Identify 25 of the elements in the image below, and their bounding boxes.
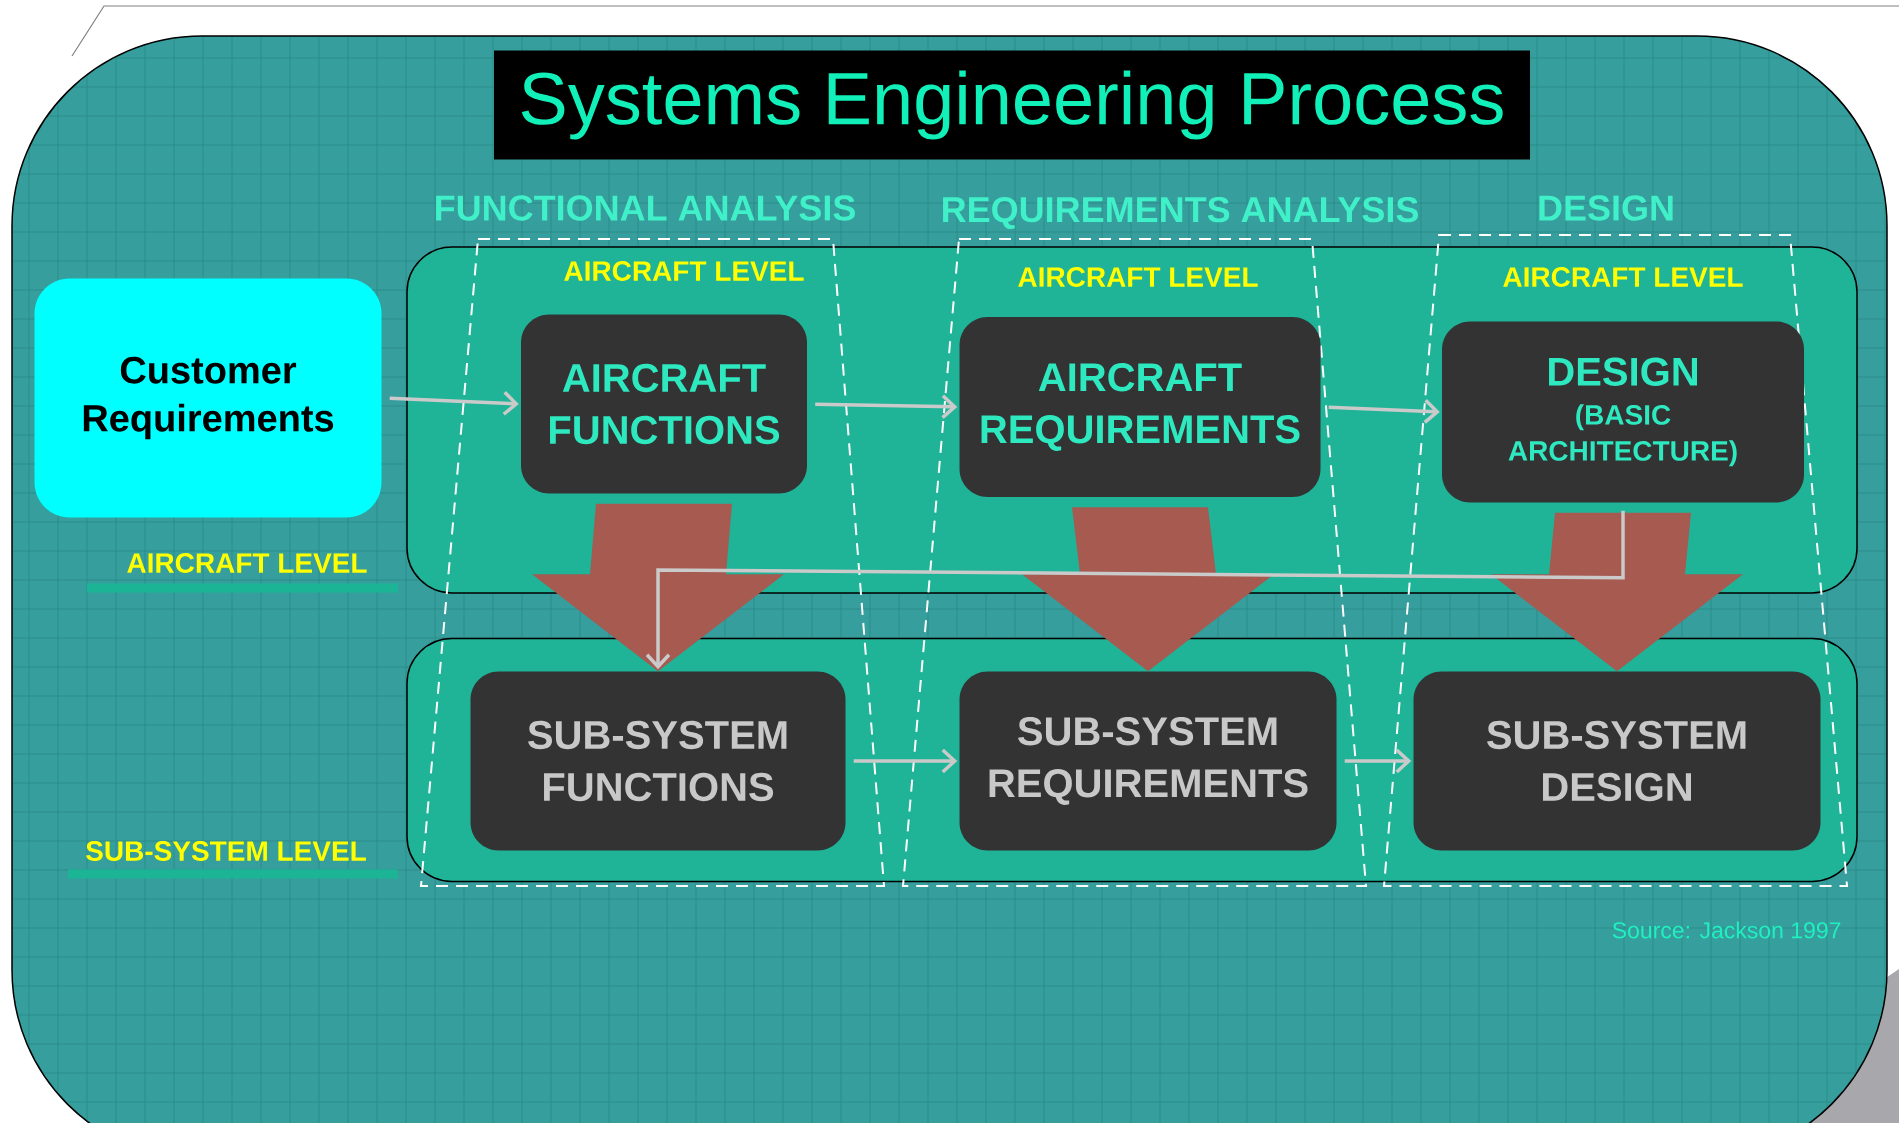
level-label: AIRCRAFT LEVEL <box>87 553 398 593</box>
block-arrow <box>1491 512 1743 672</box>
process-box: SUB-SYSTEM DESIGN <box>1413 671 1821 851</box>
level-label: AIRCRAFT LEVEL <box>1018 267 1258 287</box>
process-box: DESIGN (BASIC ARCHITECTURE) <box>1442 321 1804 503</box>
source-note: Source: Jackson 1997 <box>1612 921 1841 939</box>
process-box: SUB-SYSTEM FUNCTIONS <box>470 671 846 851</box>
process-box: SUB-SYSTEM REQUIREMENTS <box>959 671 1337 851</box>
process-box: AIRCRAFT REQUIREMENTS <box>959 317 1321 497</box>
arrow <box>1344 748 1412 774</box>
column-heading: REQUIREMENTS ANALYSIS <box>943 196 1418 230</box>
column-heading: DESIGN <box>1539 195 1673 221</box>
arrow <box>645 510 1625 670</box>
block-arrow <box>532 503 784 672</box>
level-label: SUB-SYSTEM LEVEL <box>68 841 398 879</box>
title-banner: Systems Engineering Process <box>494 50 1530 160</box>
level-label: AIRCRAFT LEVEL <box>564 261 804 281</box>
arrow <box>389 391 519 416</box>
level-label: AIRCRAFT LEVEL <box>1503 267 1743 287</box>
process-box: AIRCRAFT FUNCTIONS <box>521 314 807 494</box>
column-heading: FUNCTIONAL ANALYSIS <box>436 195 855 221</box>
arrow <box>853 748 958 774</box>
arrow <box>1328 399 1440 424</box>
arrow <box>815 394 958 419</box>
requirements-box: Customer Requirements <box>34 278 382 518</box>
